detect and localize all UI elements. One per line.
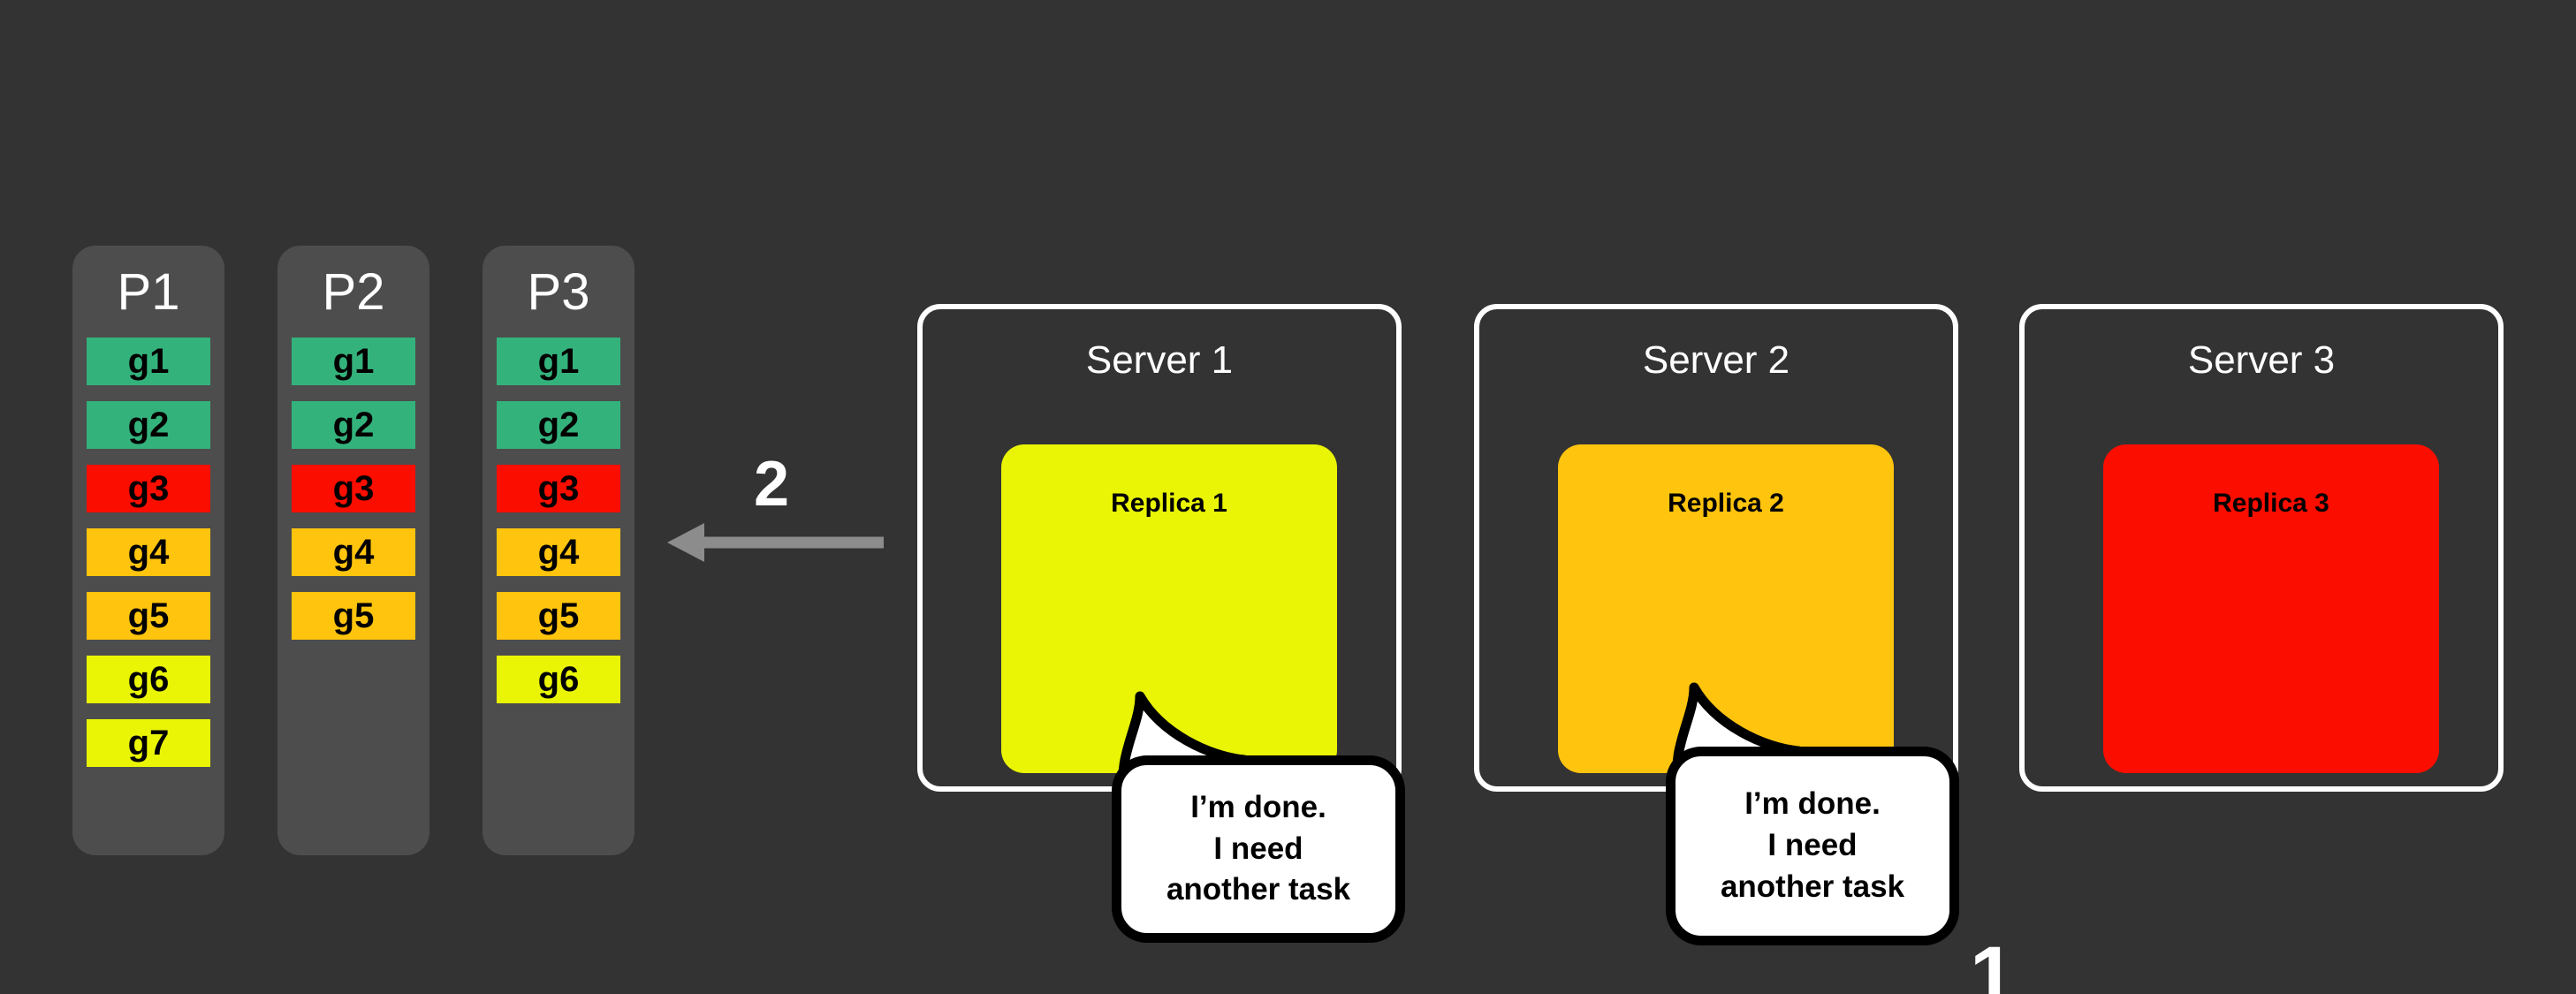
- speech-bubble-1[interactable]: I’m done. I need another task: [1112, 755, 1405, 943]
- group-cell[interactable]: g4: [87, 528, 210, 576]
- replica-label-3: Replica 3: [2213, 489, 2329, 518]
- group-cell[interactable]: g3: [497, 465, 620, 512]
- partition-title-p3: P3: [527, 263, 590, 321]
- step-1-label: 1: [1970, 930, 2016, 994]
- group-cell[interactable]: g4: [497, 528, 620, 576]
- server-box-1[interactable]: Server 1 Replica 1: [917, 304, 1402, 792]
- partition-column-p2[interactable]: P2 g1 g2 g3 g4 g5: [277, 246, 429, 855]
- server-title-1: Server 1: [1085, 338, 1234, 382]
- group-list-p3: g1 g2 g3 g4 g5 g6: [497, 338, 620, 719]
- replica-box-3[interactable]: Replica 3: [2103, 444, 2439, 773]
- group-cell[interactable]: g5: [87, 592, 210, 640]
- speech-bubble-2[interactable]: I’m done. I need another task: [1666, 747, 1959, 945]
- group-list-p1: g1 g2 g3 g4 g5 g6 g7: [87, 338, 210, 783]
- group-cell[interactable]: g6: [497, 656, 620, 703]
- replica-label-1: Replica 1: [1111, 489, 1227, 518]
- group-cell[interactable]: g7: [87, 719, 210, 767]
- partition-title-p2: P2: [322, 263, 385, 321]
- arrow-left-icon: [667, 523, 884, 562]
- replica-box-2[interactable]: Replica 2: [1558, 444, 1894, 773]
- step-2-label: 2: [754, 449, 790, 520]
- group-cell[interactable]: g1: [497, 338, 620, 385]
- reassign-task-arrow: [667, 520, 884, 565]
- group-cell[interactable]: g1: [87, 338, 210, 385]
- server-box-3[interactable]: Server 3 Replica 3: [2019, 304, 2504, 792]
- group-cell[interactable]: g5: [292, 592, 415, 640]
- group-cell[interactable]: g3: [292, 465, 415, 512]
- group-cell[interactable]: g2: [292, 401, 415, 449]
- group-cell[interactable]: g5: [497, 592, 620, 640]
- group-cell[interactable]: g2: [87, 401, 210, 449]
- replica-label-2: Replica 2: [1668, 489, 1784, 518]
- speech-bubble-text-2: I’m done. I need another task: [1720, 786, 1905, 904]
- group-cell[interactable]: g1: [292, 338, 415, 385]
- partition-title-p1: P1: [117, 263, 180, 321]
- server-title-2: Server 2: [1642, 338, 1790, 382]
- group-cell[interactable]: g4: [292, 528, 415, 576]
- partition-column-p1[interactable]: P1 g1 g2 g3 g4 g5 g6 g7: [72, 246, 224, 855]
- group-cell[interactable]: g6: [87, 656, 210, 703]
- server-title-3: Server 3: [2187, 338, 2336, 382]
- group-cell[interactable]: g2: [497, 401, 620, 449]
- group-cell[interactable]: g3: [87, 465, 210, 512]
- group-list-p2: g1 g2 g3 g4 g5: [292, 338, 415, 656]
- server-box-2[interactable]: Server 2 Replica 2: [1474, 304, 1958, 792]
- speech-bubble-text-1: I’m done. I need another task: [1166, 789, 1351, 907]
- replica-box-1[interactable]: Replica 1: [1001, 444, 1337, 773]
- partition-column-p3[interactable]: P3 g1 g2 g3 g4 g5 g6: [483, 246, 635, 855]
